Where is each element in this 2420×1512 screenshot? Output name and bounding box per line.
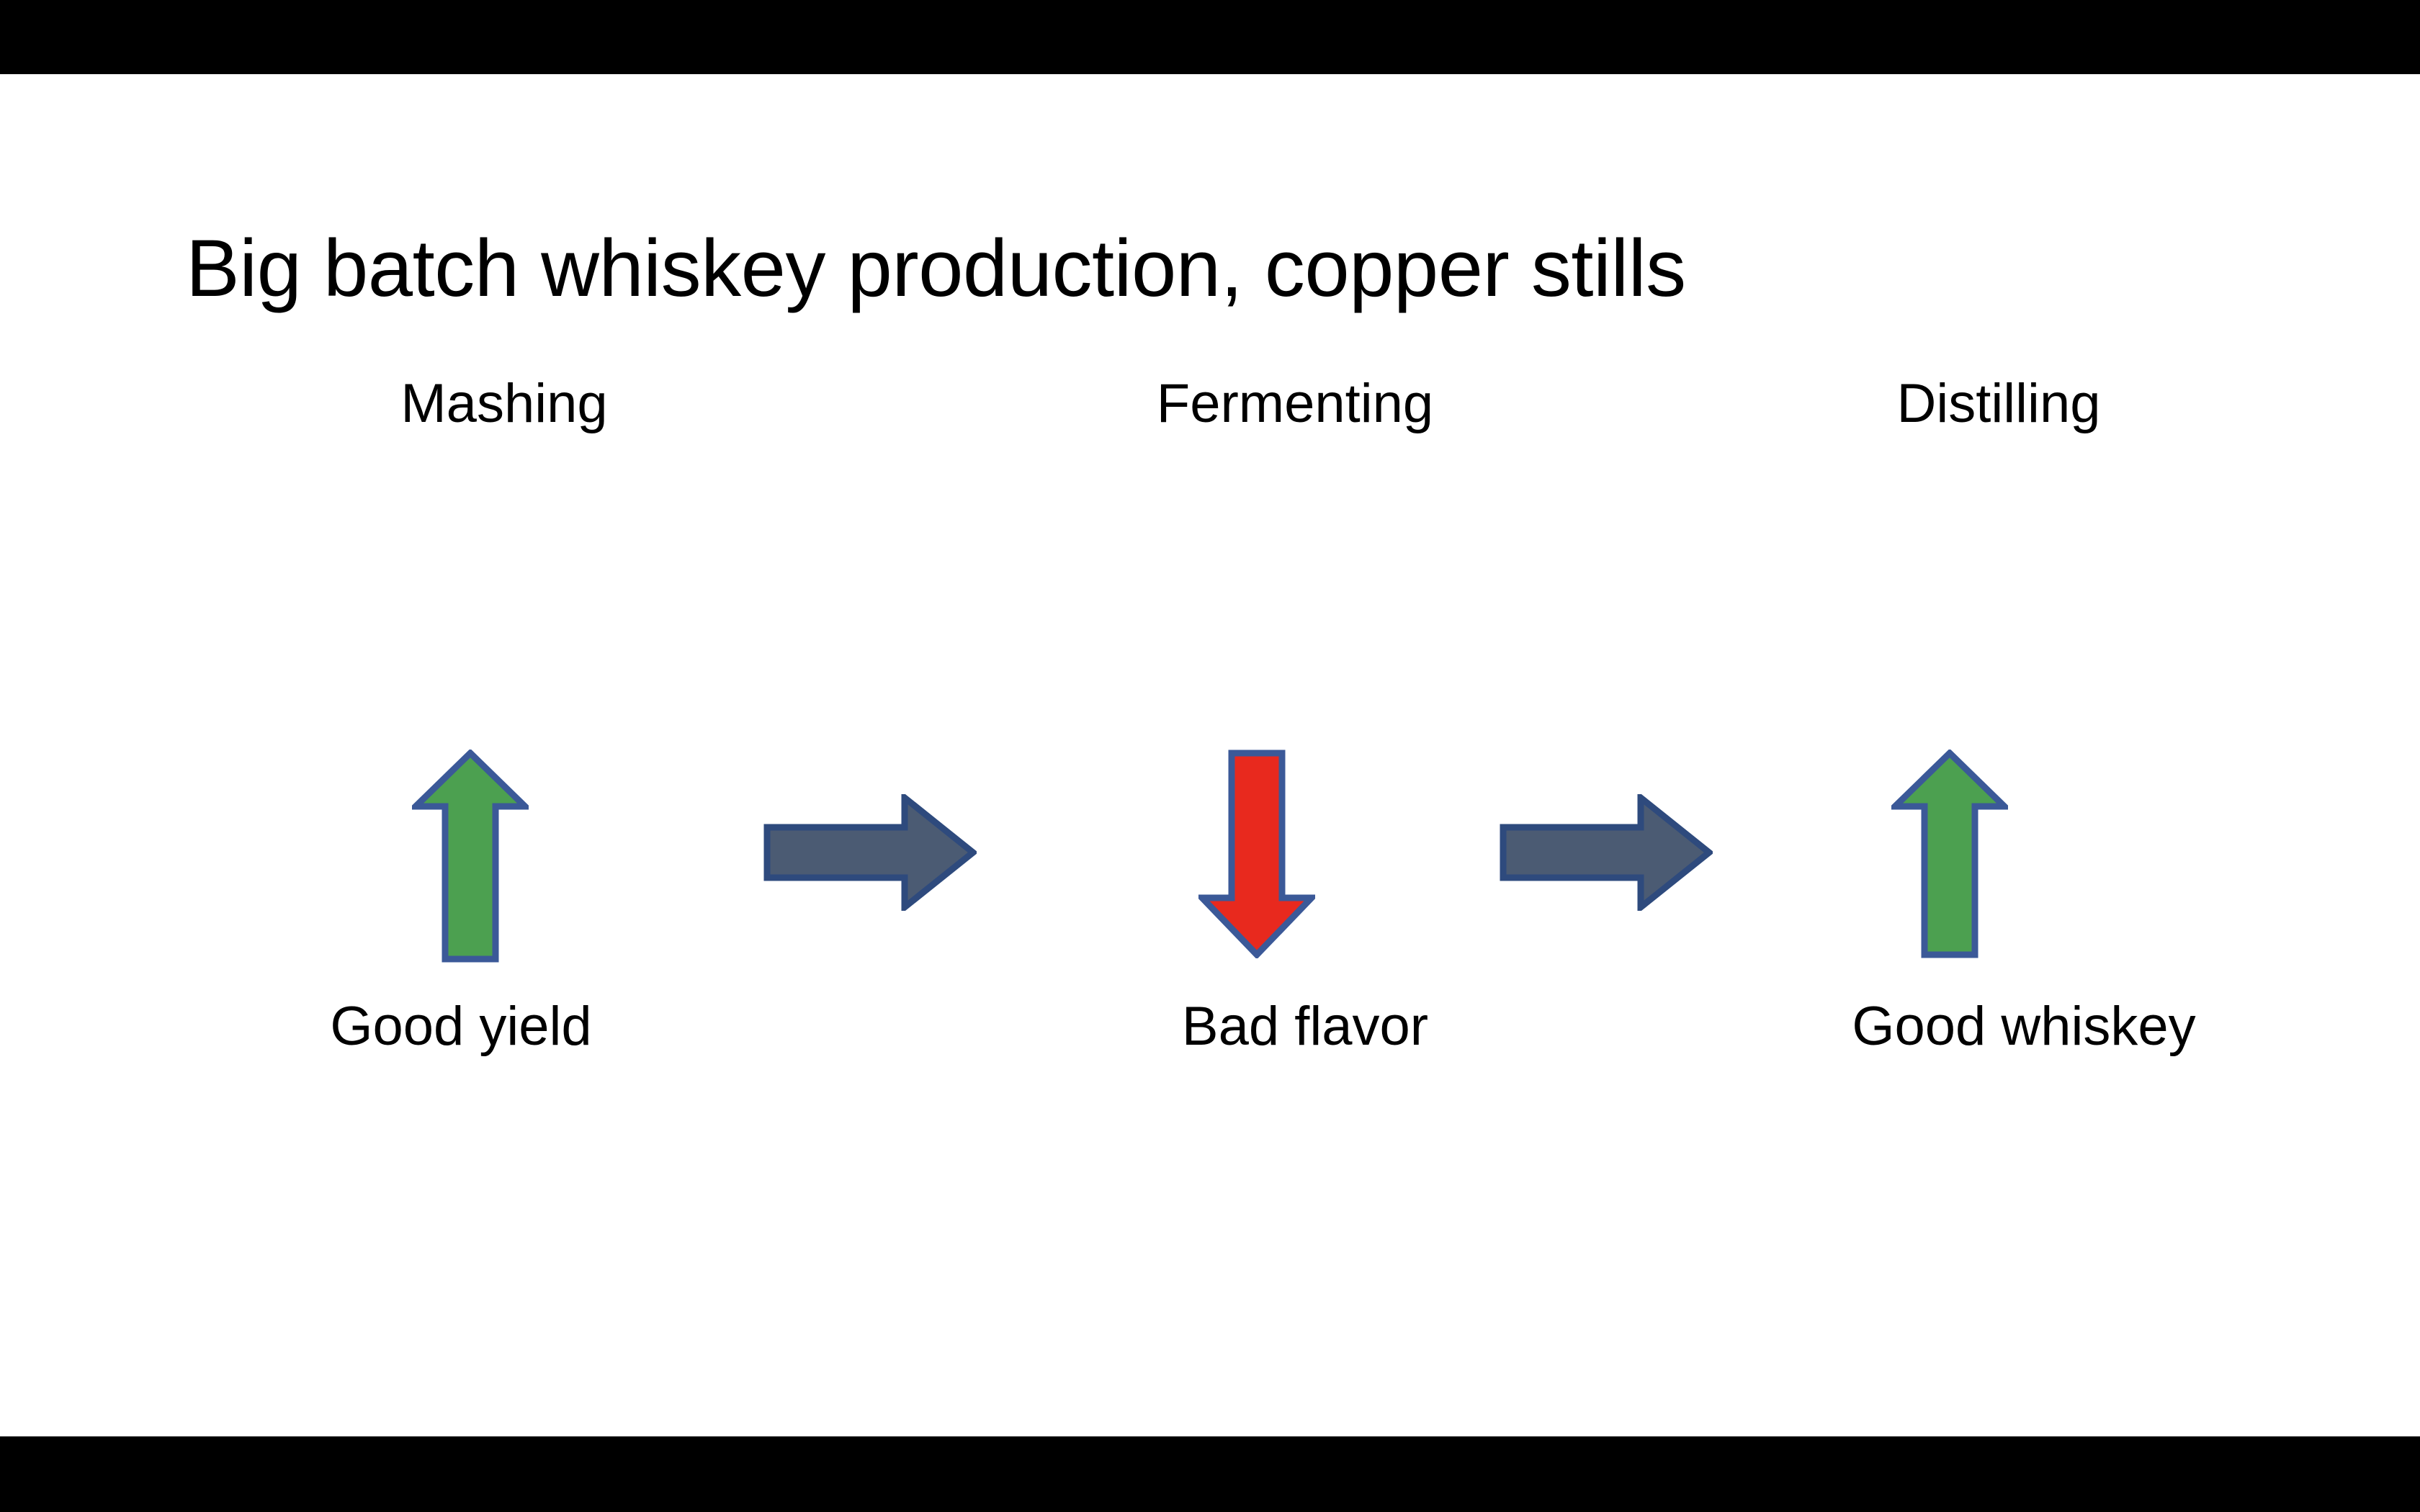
up-arrow-icon — [412, 750, 529, 963]
outcome-label-good-whiskey: Good whiskey — [1852, 996, 2196, 1057]
up-arrow-icon — [1891, 750, 2008, 958]
down-arrow-icon — [1198, 750, 1315, 958]
right-arrow-icon — [763, 794, 977, 911]
letterbox-bar-bottom — [0, 1436, 2420, 1512]
stage-label-mashing: Mashing — [400, 373, 608, 434]
stage-label-fermenting: Fermenting — [1156, 373, 1434, 434]
outcome-label-bad-flavor: Bad flavor — [1181, 996, 1429, 1057]
outcome-label-good-yield: Good yield — [330, 996, 592, 1057]
slide-canvas: Big batch whiskey production, copper sti… — [0, 74, 2420, 1436]
letterbox-bar-top — [0, 0, 2420, 74]
stage-label-distilling: Distilling — [1896, 373, 2101, 434]
right-arrow-icon — [1500, 794, 1713, 911]
page-title: Big batch whiskey production, copper sti… — [186, 223, 1686, 313]
